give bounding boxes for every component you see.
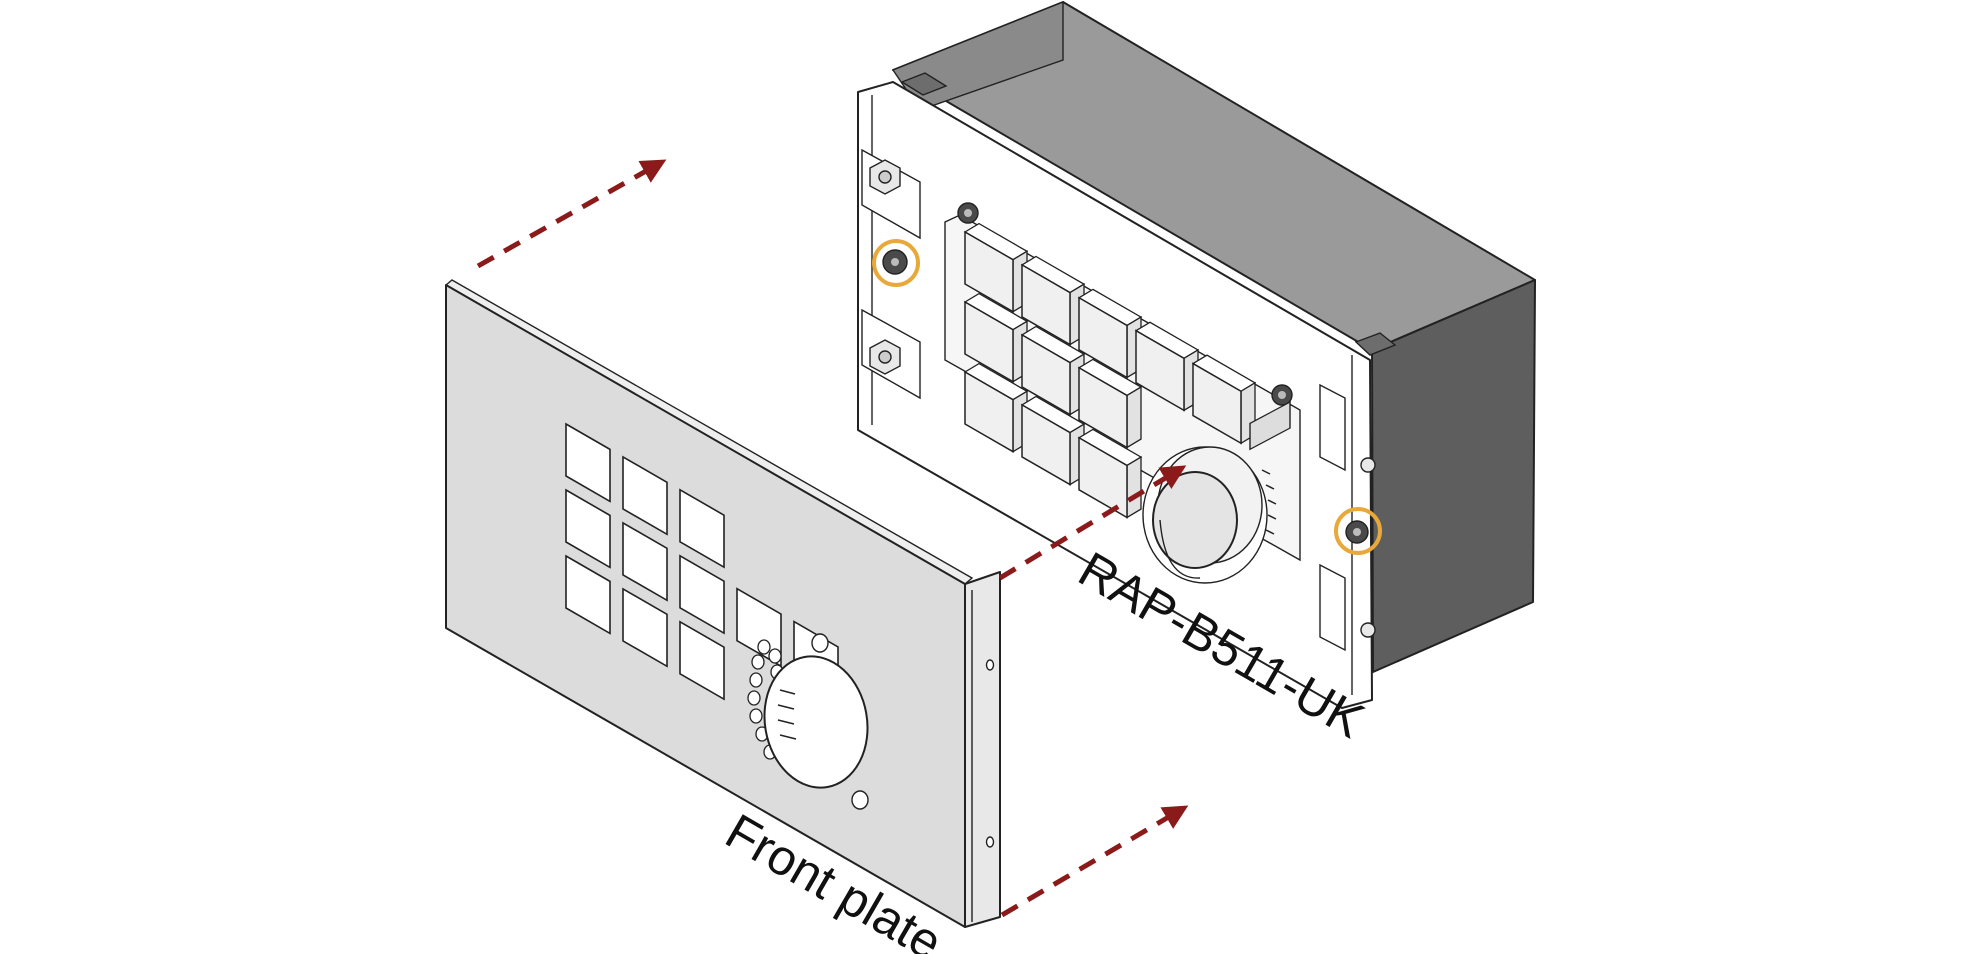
plate-led-holes [747, 639, 784, 760]
plate-key-cutout [679, 620, 725, 701]
assembly-arrows [476, 159, 1189, 918]
screw-icon [957, 202, 979, 224]
left-bracket-lower [861, 308, 921, 400]
device-key [1077, 428, 1143, 519]
plate-side-hole [985, 836, 995, 848]
plate-key-cutout [679, 488, 725, 569]
plate-led-hole [749, 672, 763, 688]
housing-latch-side [1354, 332, 1397, 356]
right-bracket-upper [1319, 383, 1376, 473]
highlight-ring-right [1334, 507, 1382, 555]
device-keypad [963, 222, 1257, 519]
housing-latch-top [900, 72, 948, 96]
screw-icon [1271, 384, 1293, 406]
screw-icon [882, 249, 908, 275]
housing-side [1371, 279, 1536, 673]
plate-key-cutout [622, 521, 668, 602]
plate-key-cutout [622, 455, 668, 536]
plate-side-hole [985, 659, 995, 671]
device-connector [1249, 401, 1291, 451]
plate-led-hole [751, 654, 765, 670]
arrow-dashed-top [476, 159, 667, 269]
device-key [963, 292, 1029, 383]
plate-led-hole [749, 708, 763, 724]
plate-led-hole [768, 648, 782, 664]
plate-side-edge [964, 571, 1001, 928]
left-bracket-upper [861, 148, 921, 240]
arrow-dashed-bottom [1000, 805, 1189, 918]
highlight-ring-left [872, 239, 920, 287]
device-housing [891, 0, 1536, 673]
front-plate [444, 279, 1001, 928]
screw-icon [1345, 520, 1369, 544]
plate-knob-cutout [763, 655, 869, 789]
plate-key-cutout [565, 554, 611, 635]
plate-key-cutout [679, 554, 725, 635]
plate-key-cutout [565, 422, 611, 503]
plate-led-hole [747, 690, 761, 706]
arrow-dashed-middle [998, 465, 1187, 581]
device-key [1134, 321, 1200, 412]
right-bracket-lower [1319, 563, 1376, 652]
plate-key-cutout [622, 587, 668, 668]
plate-key-cutout [565, 488, 611, 569]
plate-small-hole [811, 633, 829, 653]
plate-led-hole [757, 639, 771, 655]
plate-small-hole [851, 790, 869, 810]
device-key [1077, 358, 1143, 449]
